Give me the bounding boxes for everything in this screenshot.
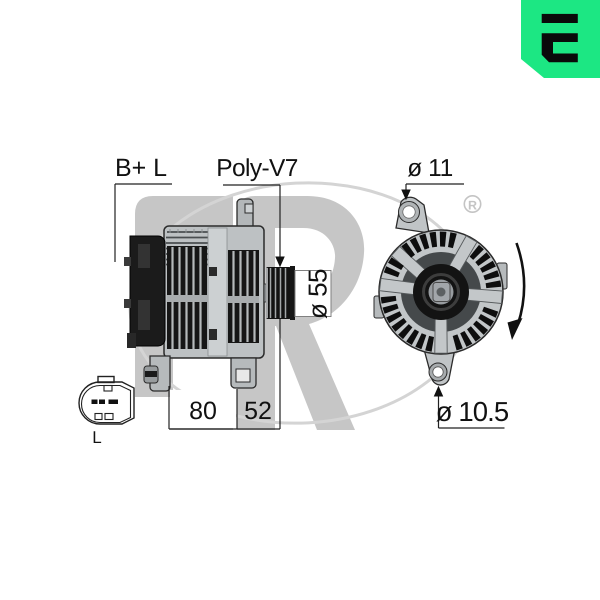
svg-text:B+ L: B+ L	[115, 154, 167, 182]
svg-text:ø 11: ø 11	[407, 155, 453, 182]
svg-text:ø 10.5: ø 10.5	[436, 396, 509, 427]
svg-text:L: L	[92, 428, 101, 447]
svg-text:52: 52	[244, 397, 272, 425]
svg-text:Poly-V7: Poly-V7	[216, 155, 298, 182]
svg-text:ø 55: ø 55	[303, 269, 333, 319]
svg-text:80: 80	[189, 397, 217, 425]
svg-text:R: R	[468, 199, 477, 213]
